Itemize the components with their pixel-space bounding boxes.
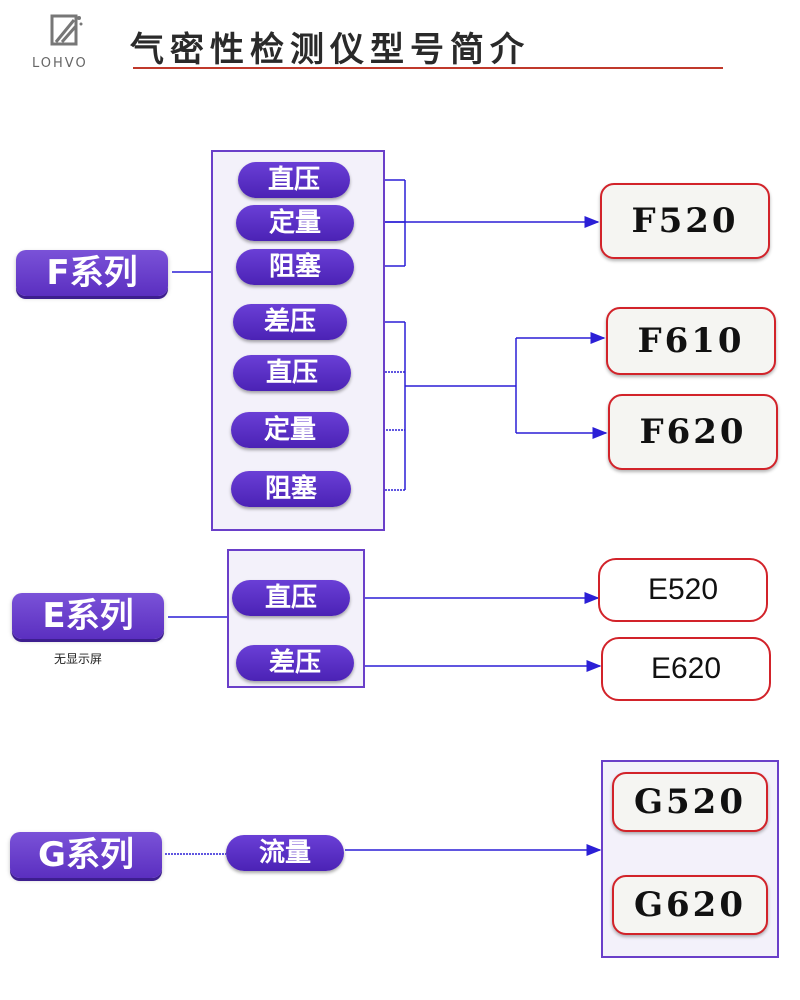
f-pill-quantitative-2: 定量 (231, 412, 349, 448)
e-series-label: E系列 (12, 593, 164, 639)
logo-icon (48, 12, 84, 48)
model-f520: F520 (600, 183, 770, 259)
f-pill-blockage-2: 阻塞 (231, 471, 351, 507)
g-series-label: G系列 (10, 832, 162, 878)
f-pill-direct-pressure-2: 直压 (233, 355, 351, 391)
e-pill-direct-pressure: 直压 (232, 580, 350, 616)
f-series-label: F系列 (16, 250, 168, 296)
model-e520: E520 (598, 558, 768, 622)
f-pill-differential-pressure: 差压 (233, 304, 347, 340)
f-pill-blockage-1: 阻塞 (236, 249, 354, 285)
e-pill-differential-pressure: 差压 (236, 645, 354, 681)
f-pill-quantitative-1: 定量 (236, 205, 354, 241)
e-series-subtitle: 无显示屏 (54, 652, 103, 666)
model-f610: F610 (606, 307, 776, 375)
model-g520: G520 (612, 772, 768, 832)
logo-text: LOHVO (32, 56, 88, 71)
model-g620: G620 (612, 875, 768, 935)
model-f620: F620 (608, 394, 778, 470)
g-pill-flow: 流量 (226, 835, 344, 871)
model-e620: E620 (601, 637, 771, 701)
f-pill-direct-pressure-1: 直压 (238, 162, 350, 198)
title-underline (133, 67, 723, 69)
page-title: 气密性检测仪型号简介 (130, 30, 530, 70)
